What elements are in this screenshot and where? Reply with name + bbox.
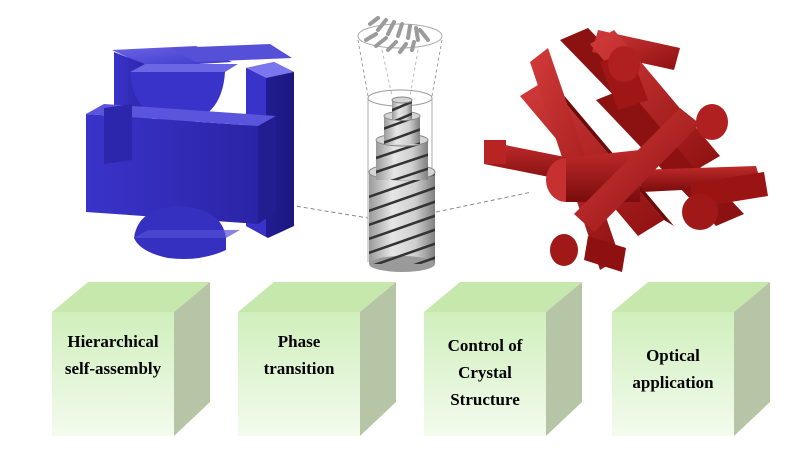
connector-left [282, 203, 369, 219]
cube-4-label: Optical application [612, 342, 734, 396]
cube-phase-transition: Phase transition [238, 282, 408, 452]
label-line: Structure [450, 390, 520, 409]
label-line: Hierarchical [67, 332, 159, 351]
cube-hierarchical-self-assembly: Hierarchical self-assembly [52, 282, 222, 452]
cube-2-label: Phase transition [238, 328, 360, 382]
red-lattice [484, 28, 768, 272]
cube-3-shape [424, 282, 582, 436]
label-line: Phase [277, 332, 321, 351]
label-line: application [632, 373, 714, 392]
cube-4-shape [612, 282, 770, 436]
rod-layer [364, 16, 430, 54]
label-line: Optical [646, 346, 700, 365]
label-line: transition [263, 359, 335, 378]
cube-2-shape [238, 282, 396, 436]
blue-top-block-2 [170, 44, 292, 62]
blue-left-block [104, 104, 132, 164]
label-line: Control of [447, 336, 523, 355]
connector-right [435, 191, 533, 213]
cube-control-of-crystal-structure: Control of Crystal Structure [424, 282, 594, 452]
cube-3-label: Control of Crystal Structure [424, 332, 546, 413]
cube-optical-application: Optical application [612, 282, 782, 452]
fiber-tier-2 [376, 140, 428, 180]
cube-1-shape [52, 282, 210, 436]
label-line: self-assembly [64, 359, 162, 378]
label-line: Crystal [458, 363, 512, 382]
cube-1-label: Hierarchical self-assembly [52, 328, 174, 382]
